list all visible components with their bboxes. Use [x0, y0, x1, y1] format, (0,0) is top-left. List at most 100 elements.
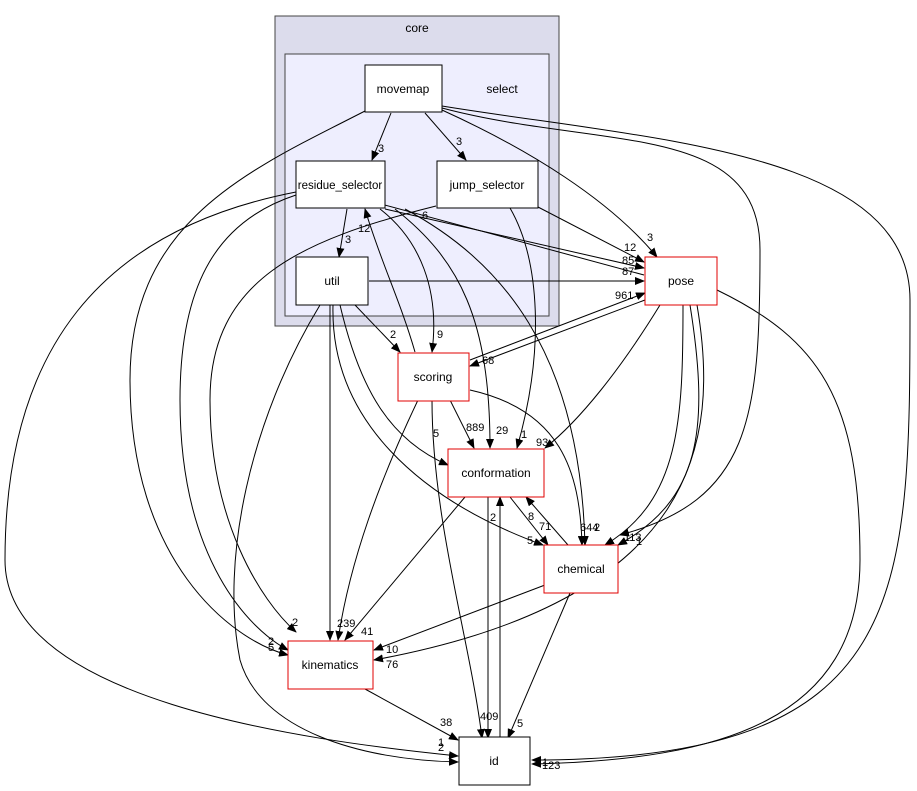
node-label: scoring [414, 370, 453, 384]
edge-label[interactable]: 41 [361, 626, 373, 638]
edge-label[interactable]: 2 [438, 742, 444, 754]
edge-label[interactable]: 5 [527, 535, 533, 547]
edge-movemap-jump-selector [424, 112, 467, 161]
edge-label[interactable]: 1 [636, 536, 642, 548]
edge-label[interactable]: 1 [438, 737, 444, 749]
edge-label[interactable]: 6 [422, 210, 428, 222]
edge-pose-id [531, 289, 861, 768]
node-label: conformation [461, 466, 530, 480]
edge-label[interactable]: 3 [456, 136, 462, 148]
edge-label[interactable]: 38 [440, 717, 452, 729]
node-pose[interactable]: pose [644, 256, 718, 306]
node-conformation[interactable]: conformation [447, 448, 545, 498]
edge-chemical-id [507, 592, 571, 739]
node-label: pose [668, 274, 694, 288]
edge-scoring-id [431, 399, 485, 739]
edge-label[interactable]: 961 [615, 290, 633, 302]
edge-label[interactable]: 3 [378, 143, 384, 155]
edge-chemical-conformation [525, 496, 569, 546]
node-residue-selector[interactable]: residue_selector [295, 160, 386, 209]
edge-label[interactable]: 2 [594, 522, 600, 534]
edge-scoring-pose [469, 292, 646, 361]
edge-conformation-chemical [509, 496, 549, 546]
edge-scoring-kinematics [335, 399, 419, 641]
edge-movemap-kinematics [129, 110, 366, 657]
edge-label[interactable]: 12 [624, 242, 636, 254]
edge-label[interactable]: 87 [622, 266, 634, 278]
edge-label[interactable]: 5 [268, 642, 274, 654]
edge-pose-kinematics [373, 304, 705, 663]
edge-jump-selector-pose [537, 206, 645, 263]
edge-label[interactable]: 889 [466, 422, 484, 434]
edge-label[interactable]: 2 [390, 329, 396, 341]
edge-pose-conformation [544, 304, 661, 449]
node-scoring[interactable]: scoring [397, 352, 470, 402]
node-label: residue_selector [298, 180, 383, 192]
edge-residue-selector-chemical [404, 208, 589, 546]
edge-label[interactable]: 68 [482, 355, 494, 367]
edge-movemap-chemical [441, 107, 761, 537]
edge-label[interactable]: 644 [580, 522, 598, 534]
edge-util-scoring [354, 304, 401, 353]
edge-label[interactable]: 1 [521, 429, 527, 441]
edge-residue-selector-kinematics [179, 194, 297, 651]
node-id[interactable]: id [458, 736, 531, 786]
edge-scoring-chemical [469, 389, 586, 546]
edge-label[interactable]: 5 [433, 428, 439, 440]
edge-util-id [233, 304, 459, 766]
node-chemical[interactable]: chemical [543, 544, 619, 594]
edge-residue-selector-conformation [394, 208, 494, 449]
edge-label[interactable]: 113 [624, 532, 642, 544]
edge-label[interactable]: 2 [490, 512, 496, 524]
edge-label[interactable]: 239 [337, 618, 355, 630]
edge-label[interactable]: 5 [517, 718, 523, 730]
edge-label[interactable]: 3 [647, 232, 653, 244]
node-kinematics[interactable]: kinematics [287, 640, 374, 690]
edge-label[interactable]: 76 [386, 659, 398, 671]
cluster-core-label: core [405, 21, 429, 35]
edge-label[interactable]: 9 [437, 329, 443, 341]
edge-conformation-kinematics [344, 496, 466, 641]
edge-util-conformation [339, 304, 449, 466]
edge-pose-chemical-2 [617, 304, 700, 546]
edge-label[interactable]: 3 [345, 234, 351, 246]
edge-movemap-id [441, 105, 911, 764]
edge-pose-scoring [469, 299, 646, 367]
node-label: util [324, 274, 339, 288]
edge-label[interactable]: 10 [386, 644, 398, 656]
node-label: chemical [557, 562, 604, 576]
edge-label[interactable]: 2 [268, 636, 274, 648]
edge-scoring-conformation [449, 399, 475, 449]
edge-movemap-pose [441, 109, 658, 258]
edge-chemical-kinematics [373, 584, 546, 651]
edge-util-chemical [332, 304, 544, 546]
edge-pose-residue-selector [369, 199, 645, 276]
edge-residue-selector-pose [384, 208, 645, 270]
edge-scoring-residue-selector [363, 208, 416, 353]
edge-residue-selector-scoring [379, 208, 438, 353]
edge-label[interactable]: 93 [536, 437, 548, 449]
edge-label[interactable]: 409 [480, 711, 498, 723]
node-label: movemap [377, 82, 430, 96]
edge-label[interactable]: 71 [539, 521, 551, 533]
node-jump-selector[interactable]: jump_selector [436, 160, 539, 209]
node-label: jump_selector [449, 178, 525, 192]
edge-label[interactable]: 2 [292, 617, 298, 629]
edge-pose-chemical [604, 304, 684, 546]
edge-kinematics-id [364, 688, 459, 741]
edge-label[interactable]: 123 [542, 760, 560, 772]
edge-label[interactable]: 12 [358, 223, 370, 235]
edge-label[interactable]: 8 [528, 511, 534, 523]
node-label: id [489, 754, 498, 768]
edge-label[interactable]: 29 [496, 425, 508, 437]
node-movemap[interactable]: movemap [364, 64, 443, 113]
edge-label[interactable]: 1 [542, 757, 548, 769]
node-label: kinematics [302, 658, 359, 672]
cluster-select-label: select [486, 82, 518, 96]
edge-jump-selector-conformation [509, 207, 536, 449]
node-util[interactable]: util [295, 256, 369, 306]
edge-jump-selector-kinematics [209, 205, 437, 633]
edge-label[interactable]: 85 [622, 255, 634, 267]
edge-residue-selector-id [4, 191, 459, 760]
